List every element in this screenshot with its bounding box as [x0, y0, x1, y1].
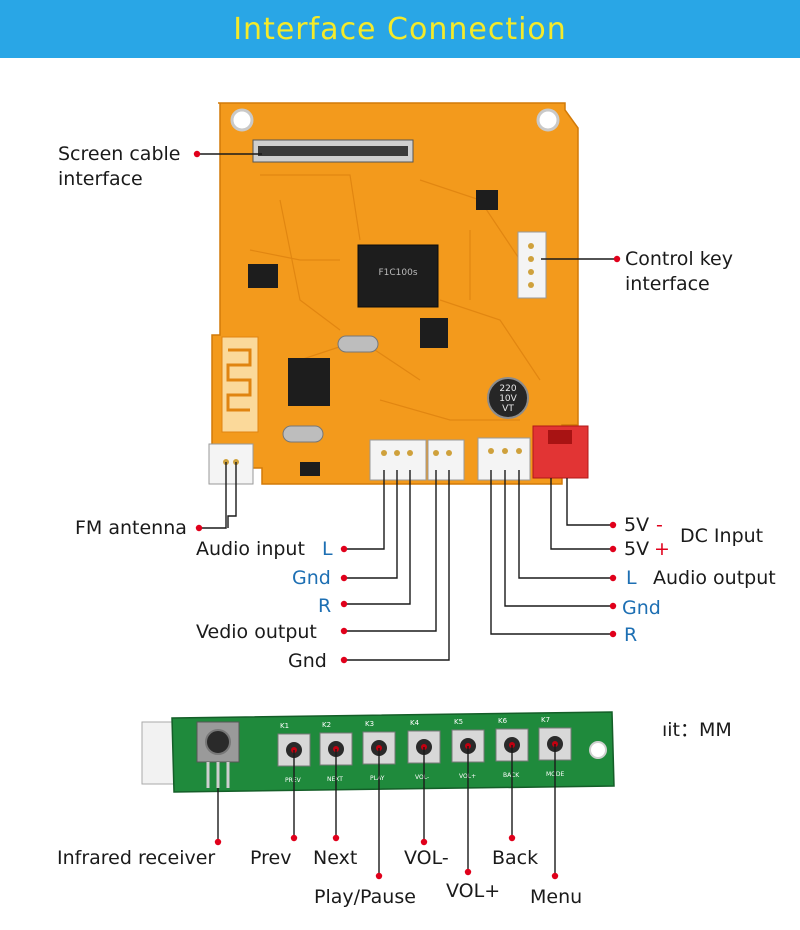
label-r-audio-out: R — [624, 624, 637, 646]
label-vol-plus: VOL+ — [446, 880, 500, 902]
label-video-output: Vedio output — [196, 621, 317, 643]
key-id-6: K6 — [498, 717, 508, 725]
key-id-2: K2 — [322, 721, 331, 729]
label-control-key-interface: interface — [625, 273, 710, 295]
key-silk-1: PREV — [285, 777, 302, 784]
label-l-out: L — [626, 567, 637, 589]
label-back: Back — [492, 847, 538, 869]
label-audio-input: Audio input — [196, 538, 305, 560]
capacitor-text-1: 220 — [499, 384, 516, 394]
label-screen-cable-interface: interface — [58, 168, 143, 190]
label-dc-input: DC Input — [680, 525, 763, 547]
label-minus-sign: - — [656, 514, 663, 536]
key-silk-4: VOL- — [415, 774, 429, 781]
label-r-audio-in: R — [318, 595, 331, 617]
main-board-labels: Screen cable interface Control key inter… — [58, 143, 776, 672]
label-infrared-receiver: Infrared receiver — [57, 847, 215, 869]
label-fm-antenna: FM antenna — [75, 517, 187, 539]
label-5v-plus: 5V — [624, 538, 649, 560]
title-banner: Interface Connection — [0, 0, 800, 58]
key-silk-3: PLAY — [370, 775, 385, 782]
key-id-3: K3 — [365, 720, 374, 728]
key-id-5: K5 — [454, 718, 463, 726]
label-control-key: Control key — [625, 248, 733, 270]
key-id-7: K7 — [541, 716, 550, 724]
capacitor-text-2: 10V — [499, 394, 517, 404]
label-audio-output: Audio output — [653, 567, 776, 589]
label-vol-minus: VOL- — [404, 847, 449, 869]
label-screen-cable: Screen cable — [58, 143, 180, 165]
label-play-pause: Play/Pause — [314, 886, 416, 908]
label-next: Next — [313, 847, 357, 869]
key-silk-2: NEXT — [327, 776, 343, 783]
label-plus-sign: + — [654, 538, 670, 560]
key-board-labels: Infrared receiver Prev Next Play/Pause V… — [57, 744, 582, 908]
label-prev: Prev — [250, 847, 291, 869]
label-menu: Menu — [530, 886, 582, 908]
chip-marking: F1C100s — [378, 268, 417, 278]
main-board: F1C100s 220 10V VT — [208, 102, 589, 485]
label-gnd-video: Gnd — [288, 650, 327, 672]
capacitor-text-3: VT — [502, 404, 514, 414]
page-title: Interface Connection — [233, 11, 567, 47]
key-board: K1 PREV K2 NEXT K3 PLAY K4 VOL- — [141, 711, 615, 793]
unit-note: ıit：MM — [662, 719, 732, 741]
key-id-1: K1 — [280, 722, 289, 730]
label-gnd-audio-out: Gnd — [622, 597, 661, 619]
key-id-4: K4 — [410, 719, 420, 727]
label-5v-minus: 5V — [624, 514, 649, 536]
label-audio-input-l: L — [322, 538, 333, 560]
label-gnd-audio-in: Gnd — [292, 567, 331, 589]
